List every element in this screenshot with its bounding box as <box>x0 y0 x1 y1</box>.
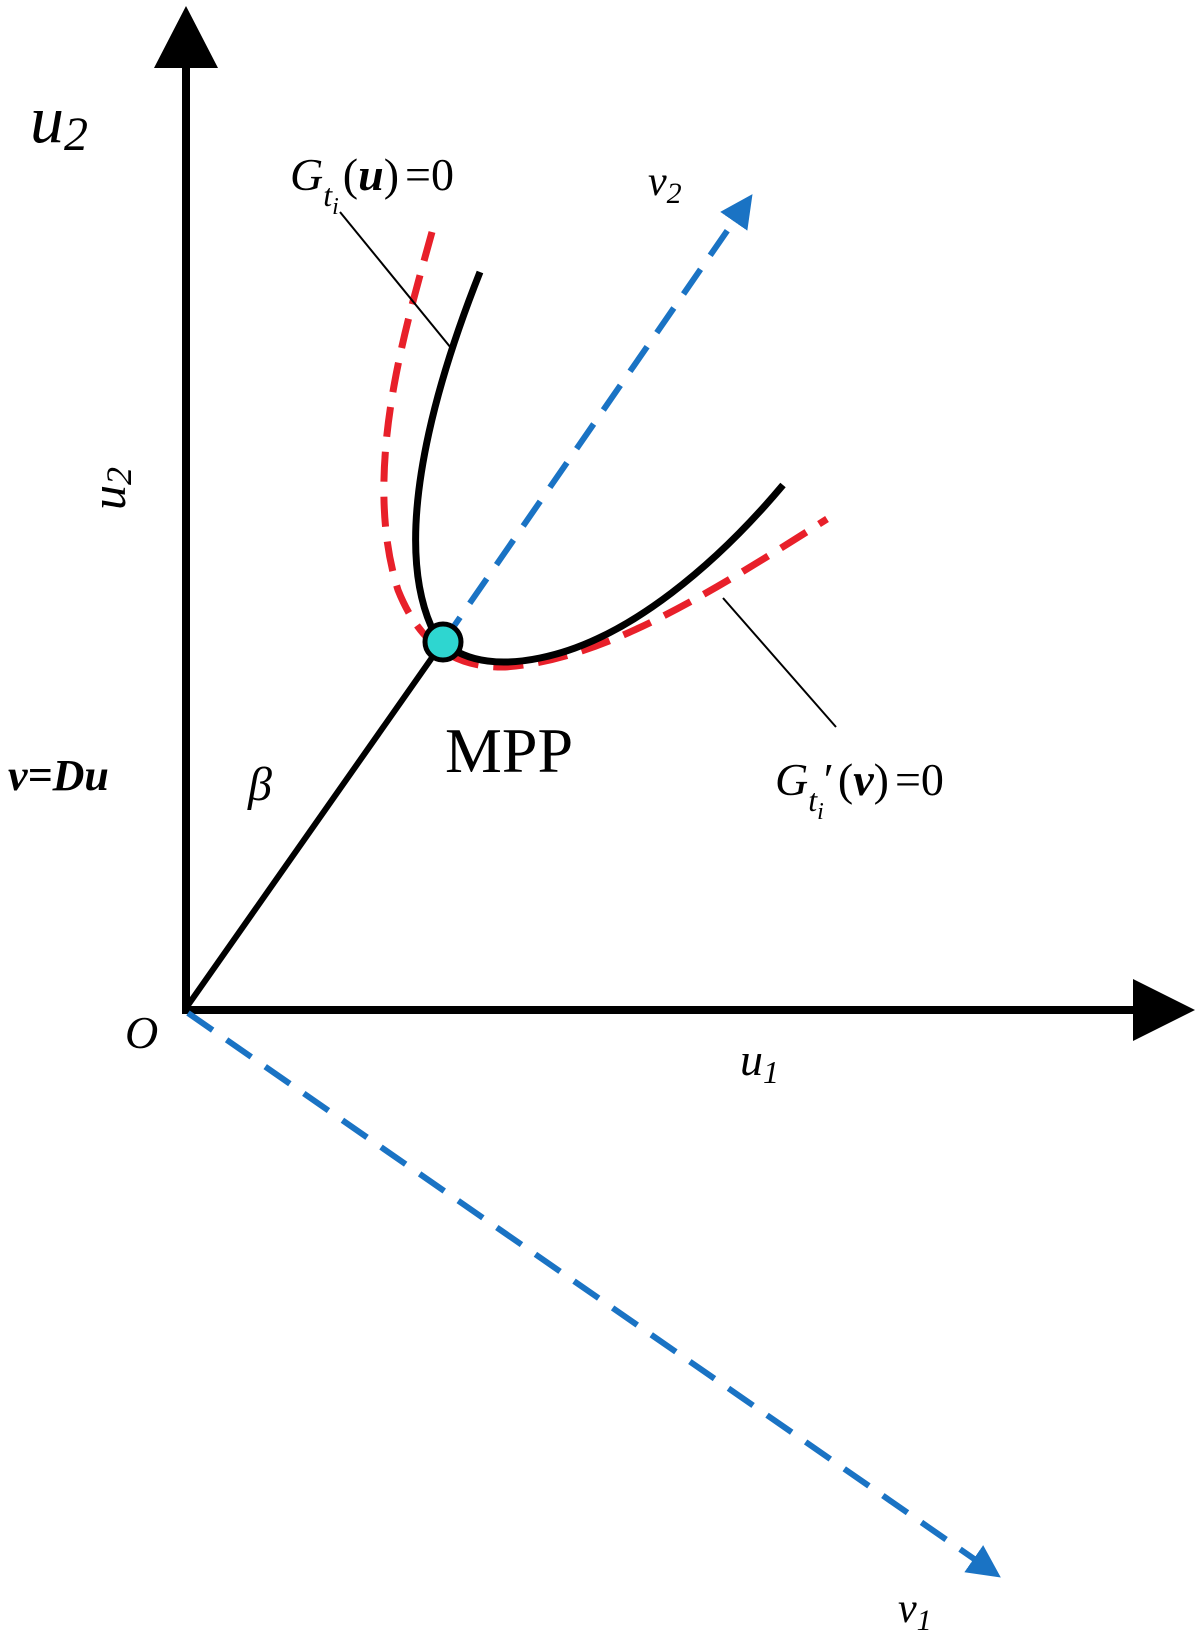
limit-state-u-curve <box>412 270 786 666</box>
u2-side-label: u2 <box>80 467 139 510</box>
g-u-leader-line <box>339 211 452 349</box>
u2-axis-arrowhead <box>154 6 218 68</box>
g-v-leader-line <box>722 597 837 728</box>
axis-top-label: u2 <box>30 81 88 161</box>
v1-axis-label: v1 <box>898 1586 932 1637</box>
v2-axis-label: v2 <box>648 159 682 210</box>
beta-line <box>183 640 446 1010</box>
limit-state-v-curve <box>380 231 829 671</box>
u-axes <box>154 6 1195 1041</box>
u1-axis-arrowhead <box>1133 979 1195 1041</box>
beta-label: β <box>247 758 272 811</box>
g-v-equation-label: Gti′(v)=0 <box>775 754 944 825</box>
v2-axis-line <box>440 194 753 644</box>
g-u-equation-label: Gti(u)=0 <box>290 149 454 220</box>
mpp-label: MPP <box>445 715 573 786</box>
u1-axis-label: u1 <box>740 1034 779 1090</box>
mpp-point <box>422 621 464 663</box>
v-axes <box>186 194 1001 1578</box>
v1-axis-line <box>186 1010 1001 1578</box>
v-equals-du-label: v=Du <box>8 751 109 800</box>
origin-label: O <box>125 1007 158 1058</box>
